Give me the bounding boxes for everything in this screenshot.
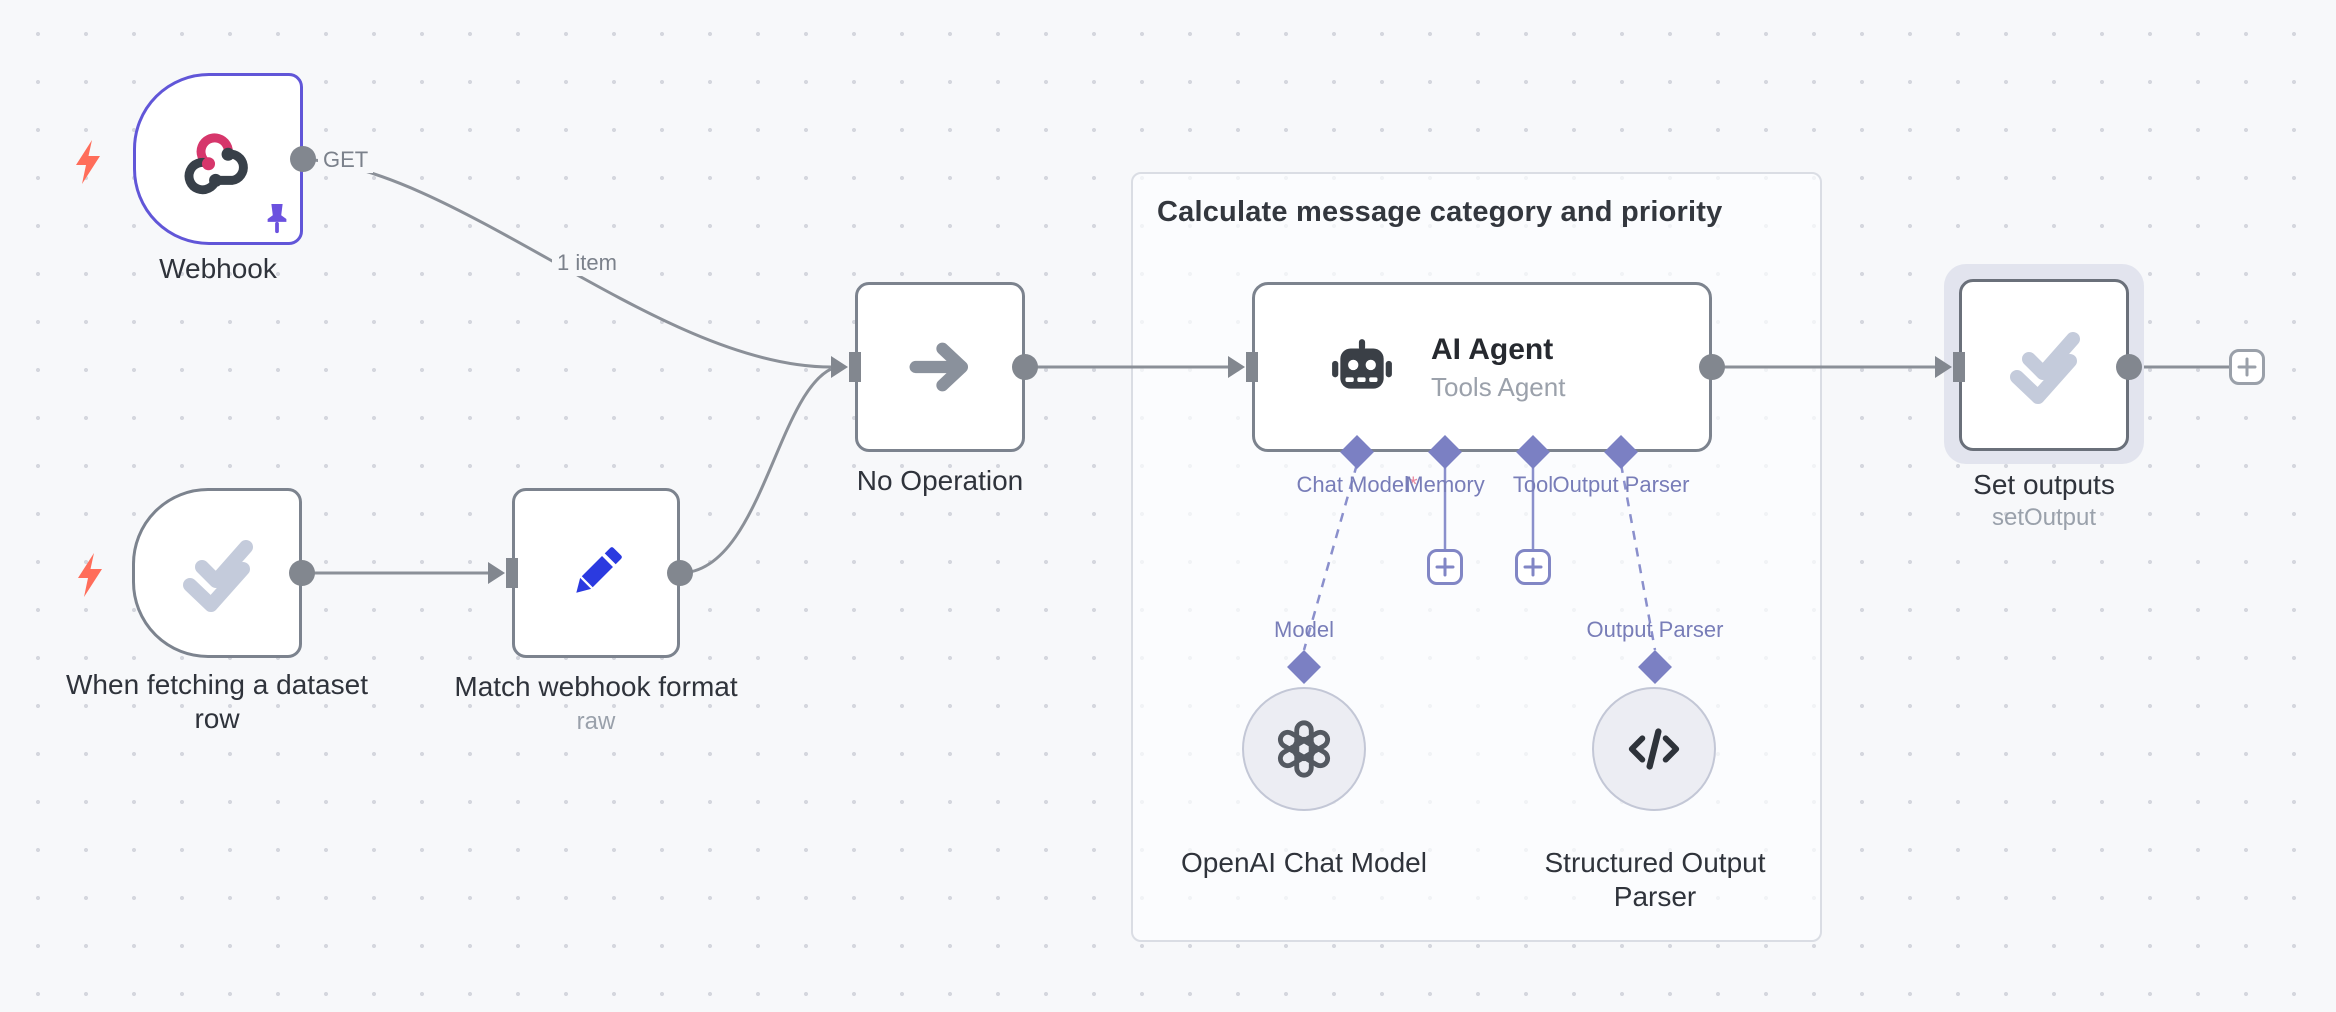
edge-label-get: GET: [318, 147, 374, 173]
node-match-format-label: Match webhook format: [454, 671, 738, 702]
plus-icon: [2237, 357, 2257, 377]
node-openai-chat-model-label: OpenAI Chat Model: [1181, 847, 1427, 878]
agent-connector-label-chat-model: Chat Model*: [1296, 472, 1418, 497]
webhook-trigger-bolt-icon: [76, 140, 100, 184]
node-set-outputs-label: Set outputs: [1973, 469, 2115, 500]
node-webhook-label: Webhook: [159, 253, 277, 284]
node-openai-chat-model[interactable]: [1242, 687, 1366, 811]
code-icon: [1628, 728, 1680, 770]
add-node-button[interactable]: [2229, 349, 2265, 385]
node-no-operation[interactable]: [855, 282, 1025, 452]
ai-agent-text: AI Agent Tools Agent: [1431, 332, 1565, 403]
edge-match-to-noop: [679, 367, 832, 575]
output-parser-connector-label: Output Parser: [1586, 617, 1724, 642]
agent-connector-label-memory: Memory: [1405, 472, 1485, 497]
openai-icon: [1277, 720, 1331, 778]
add-tool-button[interactable]: [1515, 549, 1551, 585]
dataset-trigger-bolt-icon: [78, 553, 102, 597]
webhook-icon: [184, 133, 248, 195]
robot-icon: [1332, 339, 1392, 389]
plus-icon: [1523, 557, 1543, 577]
node-structured-output-parser-label: Structured Output Parser: [1544, 847, 1766, 912]
edge-label-1-item: 1 item: [552, 250, 622, 276]
node-no-operation-label: No Operation: [856, 465, 1024, 496]
node-structured-output-parser[interactable]: [1592, 687, 1716, 811]
edge-agent-to-model: [1302, 463, 1359, 651]
group-title: Calculate message category and priority: [1157, 196, 1723, 228]
node-ai-agent[interactable]: AI Agent Tools Agent: [1252, 282, 1712, 452]
agent-connector-label-tool: Tool: [1512, 472, 1554, 497]
node-dataset-trigger[interactable]: [132, 488, 302, 658]
ai-agent-subtitle: Tools Agent: [1431, 371, 1566, 402]
required-marker: *: [1408, 472, 1418, 497]
pin-icon: [267, 204, 287, 234]
pencil-icon: [576, 547, 622, 593]
node-dataset-trigger-label: When fetching a dataset row: [66, 669, 368, 734]
plus-icon: [1435, 557, 1455, 577]
node-set-outputs[interactable]: [1959, 279, 2129, 451]
node-webhook[interactable]: [133, 73, 303, 245]
model-connector-label: Model: [1274, 617, 1334, 642]
add-memory-button[interactable]: [1427, 549, 1463, 585]
ai-agent-title: AI Agent: [1431, 332, 1554, 366]
agent-connector-label-output-parser: Output Parser: [1552, 472, 1690, 497]
node-set-outputs-subtitle: setOutput: [1991, 504, 2097, 531]
double-check-icon: [183, 540, 253, 612]
double-check-icon: [2010, 332, 2080, 404]
arrow-right-icon: [909, 342, 969, 392]
node-match-format-subtitle: raw: [576, 708, 616, 735]
edge-agent-to-parser: [1619, 463, 1657, 651]
node-match-format[interactable]: [512, 488, 680, 658]
